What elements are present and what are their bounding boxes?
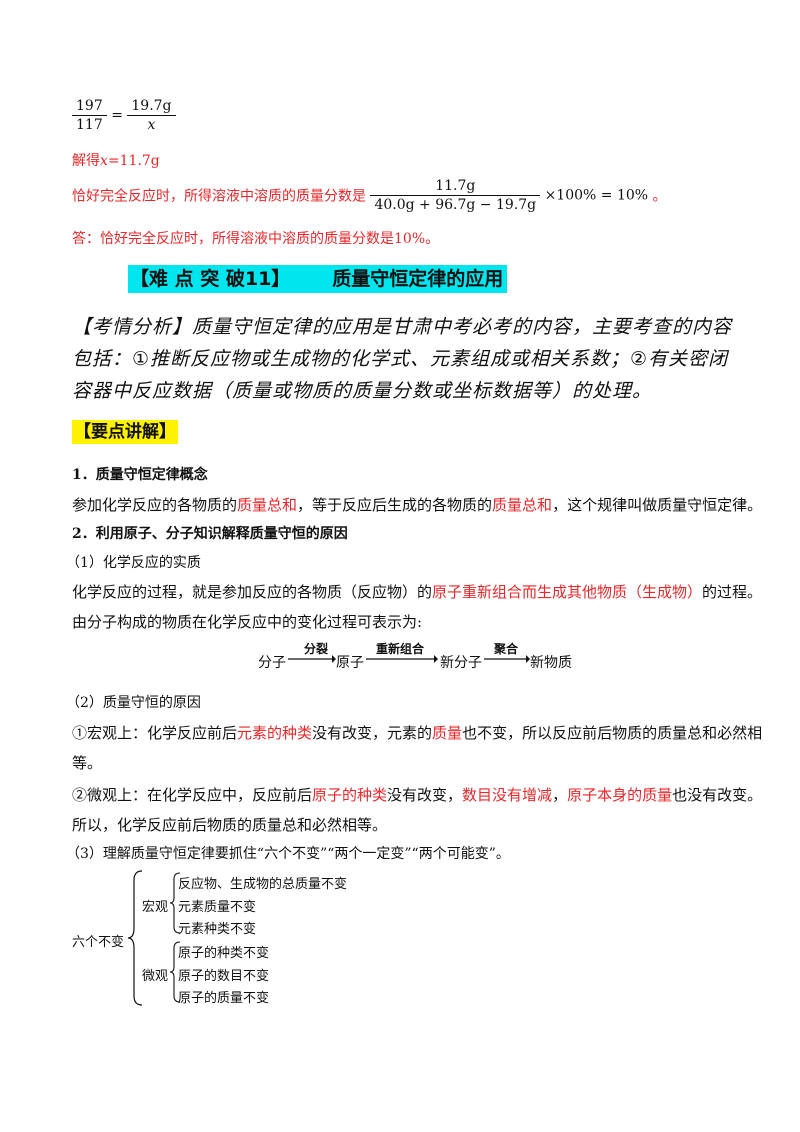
brace-icon [170, 941, 181, 1003]
text: ，这个规律叫做质量守恒定律。 [552, 496, 763, 514]
tree-macro-item: 元素质量不变 [178, 900, 257, 915]
flow-label-aggregate: 聚合 [494, 642, 519, 656]
denominator: x [147, 117, 156, 133]
tree-macro-label: 宏观 [142, 900, 169, 915]
flow-label-split: 分裂 [304, 642, 329, 656]
flow-node-new-molecule: 新分子 [440, 655, 482, 671]
micro-paragraph-line1: ②微观上：在化学反应中，反应前后原子的种类没有改变，数目没有增减，原子本身的质量… [72, 784, 762, 805]
arrow-icon [288, 655, 336, 663]
flow-node-molecule: 分子 [258, 655, 286, 671]
text: 也没有改变。 [672, 786, 763, 804]
section-1-heading: 1．质量守恒定律概念 [72, 467, 208, 483]
text: 也不变，所以反应前后物质的质量总和必然相 [462, 724, 763, 742]
text: 参加化学反应的各物质的 [72, 496, 238, 514]
highlight-text: 原子重新组合而生成其他物质（生成物） [432, 583, 703, 601]
mass-fraction-line: 恰好完全反应时，所得溶液中溶质的质量分数是 11.7g 40.0g + 96.7… [72, 178, 667, 213]
solve-prefix: 解得 [72, 153, 100, 169]
reaction-essence-paragraph: 化学反应的过程，就是参加反应的各物质（反应物）的原子重新组合而生成其他物质（生成… [72, 581, 762, 602]
answer-line: 答：恰好完全反应时，所得溶液中溶质的质量分数是10%。 [72, 231, 440, 247]
solve-variable: x [100, 153, 108, 169]
tree-root: 六个不变 [72, 935, 125, 950]
subheading-3: （3）理解质量守恒定律要抓住“六个不变”“两个一定变”“两个可能变”。 [66, 846, 510, 862]
fraction-right: 19.7g x [127, 98, 176, 133]
text: 化学反应的过程，就是参加反应的各物质（反应物）的 [72, 583, 433, 601]
mass-fraction-lead: 恰好完全反应时，所得溶液中溶质的质量分数是 [72, 188, 366, 205]
highlight-text: 元素的种类 [237, 724, 313, 742]
banner-label: 【难 点 突 破11】 [128, 265, 293, 293]
flow-node-atom: 原子 [336, 655, 364, 671]
highlight-text: 数目没有增减 [462, 786, 553, 804]
macro-paragraph-line1: ①宏观上：化学反应前后元素的种类没有改变，元素的质量也不变，所以反应前后物质的质… [72, 722, 762, 743]
tree-micro-item: 原子的质量不变 [178, 991, 270, 1006]
arrow-icon [366, 655, 438, 663]
tree-macro-item: 元素种类不变 [178, 922, 257, 937]
fraction-left: 197 117 [72, 98, 107, 133]
flow-node-new-substance: 新物质 [530, 655, 572, 671]
numerator: 11.7g [370, 178, 541, 196]
numerator: 19.7g [127, 98, 176, 116]
numerator: 197 [72, 98, 107, 116]
text: ②微观上：在化学反应中，反应前后 [72, 786, 313, 804]
text: ，等于反应后生成的各物质的 [297, 496, 493, 514]
text: 没有改变， [387, 786, 463, 804]
banner-title: 质量守恒定律的应用 [292, 265, 508, 293]
analysis-line-1: 【考情分析】质量守恒定律的应用是甘肃中考必考的内容，主要考查的内容 [72, 316, 733, 338]
text: 的过程。 [702, 583, 763, 601]
flow-label-recombine: 重新组合 [376, 642, 425, 656]
brace-icon [128, 870, 143, 1006]
analysis-line-3: 容器中反应数据（质量或物质的质量分数或坐标数据等）的处理。 [72, 380, 653, 402]
micro-paragraph-line2: 所以，化学反应前后物质的质量总和必然相等。 [72, 816, 388, 834]
mass-fraction-fraction: 11.7g 40.0g + 96.7g − 19.7g [370, 178, 541, 213]
text: ， [552, 786, 568, 804]
tree-micro-item: 原子的数目不变 [178, 969, 270, 984]
reaction-flow-diagram: 分子 分裂 原子 重新组合 新分子 聚合 新物质 [258, 640, 578, 672]
section-1-paragraph: 参加化学反应的各物质的质量总和，等于反应后生成的各物质的质量总和，这个规律叫做质… [72, 494, 762, 515]
highlight-text: 原子本身的质量 [567, 786, 673, 804]
solve-result: =11.7g [107, 153, 160, 169]
macro-paragraph-line2: 等。 [72, 754, 103, 772]
arrow-icon [484, 655, 530, 663]
text: ①宏观上：化学反应前后 [72, 724, 238, 742]
denominator: 117 [76, 117, 103, 133]
tree-macro-item: 反应物、生成物的总质量不变 [178, 877, 348, 892]
highlight-text: 质量总和 [237, 496, 298, 514]
tree-micro-item: 原子的种类不变 [178, 946, 270, 961]
highlight-text: 质量总和 [492, 496, 553, 514]
section-2-heading: 2．利用原子、分子知识解释质量守恒的原因 [72, 526, 348, 542]
keypoints-label-text: 【要点讲解】 [72, 420, 178, 444]
mass-fraction-tail: ×100% = 10% [544, 187, 649, 204]
analysis-line-2: 包括：①推断反应物或生成物的化学式、元素组成或相关系数；②有关密闭 [72, 348, 729, 370]
brace-icon [170, 872, 181, 934]
six-invariants-tree: 六个不变 宏观 反应物、生成物的总质量不变 元素质量不变 元素种类不变 微观 原… [72, 868, 392, 1008]
process-intro: 由分子构成的物质在化学反应中的变化过程可表示为: [72, 613, 423, 631]
mass-fraction-end: 。 [652, 188, 667, 205]
tree-micro-label: 微观 [142, 969, 169, 984]
subheading-2: （2）质量守恒的原因 [66, 695, 201, 711]
text: 没有改变，元素的 [312, 724, 433, 742]
denominator: 40.0g + 96.7g − 19.7g [374, 197, 537, 213]
equals-sign: = [111, 107, 123, 124]
highlight-text: 原子的种类 [312, 786, 388, 804]
subheading-1: （1）化学反应的实质 [66, 555, 201, 571]
solve-line: 解得x=11.7g [72, 150, 160, 170]
highlight-text: 质量 [432, 724, 463, 742]
keypoints-label: 【要点讲解】 [72, 417, 178, 444]
ratio-equation: 197 117 = 19.7g x [72, 98, 176, 133]
section-banner: 【难 点 突 破11】质量守恒定律的应用 [128, 264, 508, 293]
